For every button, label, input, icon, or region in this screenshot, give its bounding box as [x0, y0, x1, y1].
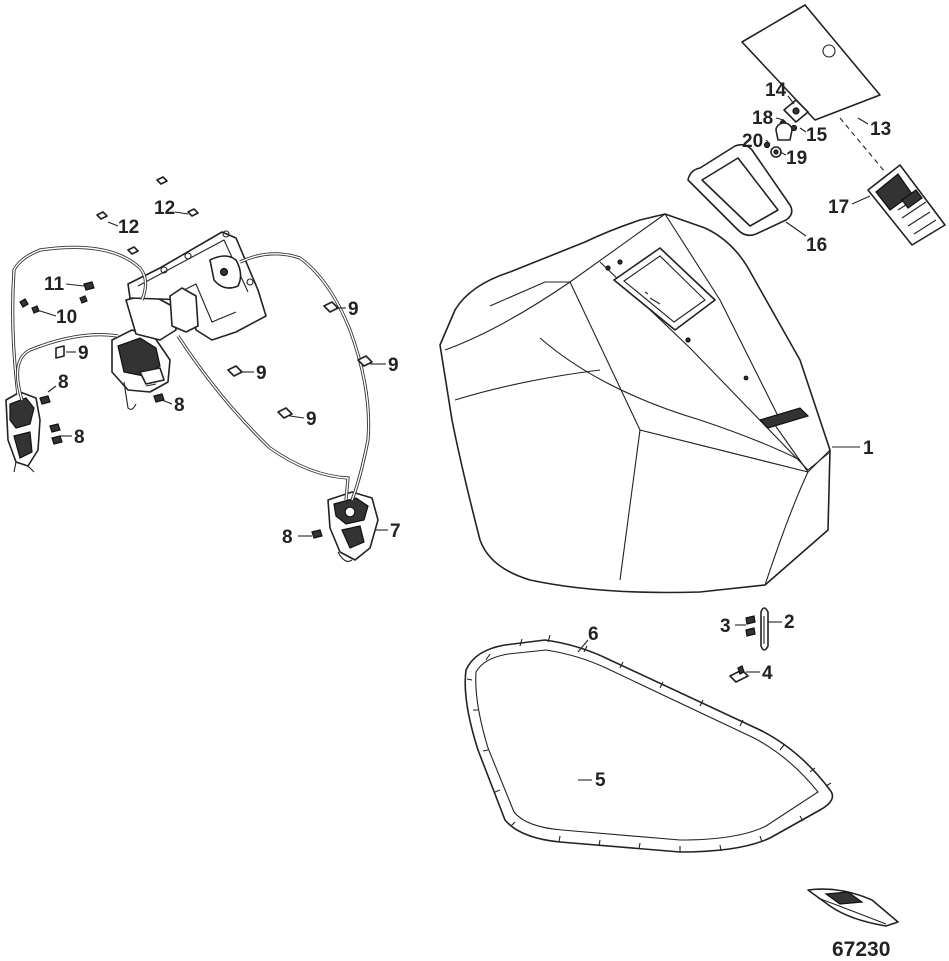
callout-9-right: 9 [388, 355, 399, 376]
callout-1: 1 [863, 438, 874, 459]
part-top-cowl [439, 213, 831, 594]
callout-3: 3 [720, 616, 731, 637]
callout-12-left: 12 [118, 217, 139, 238]
callout-18: 18 [752, 108, 773, 129]
callout-15: 15 [806, 125, 828, 146]
callout-8-left-top: 8 [58, 372, 69, 393]
callout-17: 17 [828, 197, 849, 218]
callout-6: 6 [588, 624, 599, 645]
boat-orientation-icon [807, 888, 899, 927]
callout-16: 16 [806, 235, 827, 256]
figure-number: 67230 [832, 938, 890, 961]
callout-5: 5 [595, 770, 606, 791]
callout-2: 2 [784, 612, 795, 633]
part-decal [867, 164, 946, 246]
callout-labels: 1 2 3 4 5 6 7 8 8 8 8 9 9 9 9 9 10 11 12… [44, 80, 891, 961]
callout-12-top: 12 [154, 198, 175, 219]
callout-9-lower: 9 [306, 409, 317, 430]
callout-9-left: 9 [78, 343, 89, 364]
part-latch-center [111, 293, 177, 410]
part-grip [760, 607, 769, 651]
callout-8-left-bottom: 8 [74, 427, 85, 448]
callout-11: 11 [44, 274, 65, 295]
callout-7: 7 [390, 521, 401, 542]
callout-10: 10 [56, 307, 77, 328]
part-window-seal [687, 143, 793, 237]
callout-8-center: 8 [174, 395, 185, 416]
callout-20: 20 [742, 131, 763, 152]
callout-13: 13 [870, 119, 891, 140]
part-cables [11, 245, 371, 501]
part-clip-4 [729, 665, 749, 683]
leader-lines [36, 95, 871, 781]
part-bracket [127, 230, 267, 341]
part-small-hardware [763, 99, 809, 158]
callout-9-middle: 9 [256, 363, 267, 384]
part-fasteners [19, 176, 373, 539]
callout-8-right: 8 [282, 527, 293, 548]
part-screws [745, 615, 756, 637]
part-latch-right [327, 491, 379, 562]
callout-19: 19 [786, 148, 807, 169]
part-latch-left [5, 391, 41, 473]
part-cowl-seal [464, 634, 834, 853]
callout-14: 14 [765, 80, 787, 101]
part-cover-plate [741, 4, 886, 173]
callout-9-top: 9 [348, 299, 359, 320]
callout-4: 4 [762, 663, 773, 684]
